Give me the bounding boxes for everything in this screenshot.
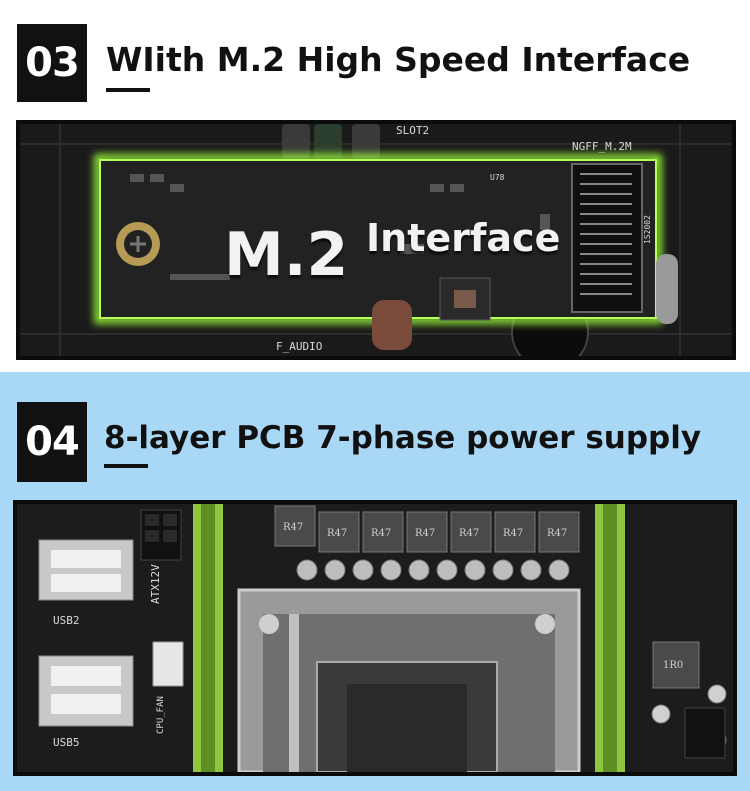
choke-label: R47 — [503, 528, 523, 539]
cpu-socket-photo: ATX12V USB2 USB5 CPU_FAN R47 R47 R47 R47… — [13, 500, 737, 776]
section-title: 8-layer PCB 7-phase power supply — [104, 420, 702, 456]
board-label-u78: U78 — [490, 173, 505, 182]
choke-label: R47 — [327, 528, 347, 539]
board-label-slot2: SLOT2 — [396, 124, 429, 137]
choke-label: R47 — [371, 528, 391, 539]
choke-label: R47 — [283, 522, 303, 533]
section-m2-interface: 03 WIith M.2 High Speed Interface — [0, 0, 750, 372]
board-label-usb5: USB5 — [53, 736, 80, 749]
choke-label: R47 — [459, 528, 479, 539]
board-label-ngff: NGFF_M.2M — [572, 140, 632, 153]
section-title: WIith M.2 High Speed Interface — [106, 40, 691, 79]
board-label-cpu-fan: CPU_FAN — [156, 696, 166, 734]
board-label-faudio: F_AUDIO — [276, 340, 322, 353]
choke-label: 1R0 — [663, 660, 683, 671]
board-label-1s2002: 1S2002 — [643, 215, 652, 244]
m2-slot-photo: SLOT2 NGFF_M.2M F_AUDIO U78 1S2002 M.2 I… — [16, 120, 736, 360]
section-number-badge: 04 — [17, 402, 87, 482]
title-underline — [106, 88, 150, 92]
choke-label: R47 — [415, 528, 435, 539]
board-label-atx12v: ATX12V — [149, 564, 162, 604]
motherboard-m2-illustration: SLOT2 NGFF_M.2M F_AUDIO U78 1S2002 — [20, 124, 732, 356]
section-pcb-power: 04 8-layer PCB 7-phase power supply — [0, 372, 750, 791]
section-number-badge: 03 — [17, 24, 87, 102]
choke-label: R47 — [547, 528, 567, 539]
motherboard-cpu-illustration: ATX12V USB2 USB5 CPU_FAN R47 R47 R47 R47… — [17, 504, 733, 772]
m2-overlay-big: M.2 — [224, 220, 349, 290]
board-label-usb2: USB2 — [53, 614, 80, 627]
m2-overlay-small: Interface — [366, 216, 561, 260]
usb-ports — [38, 539, 134, 727]
title-underline — [104, 464, 148, 468]
